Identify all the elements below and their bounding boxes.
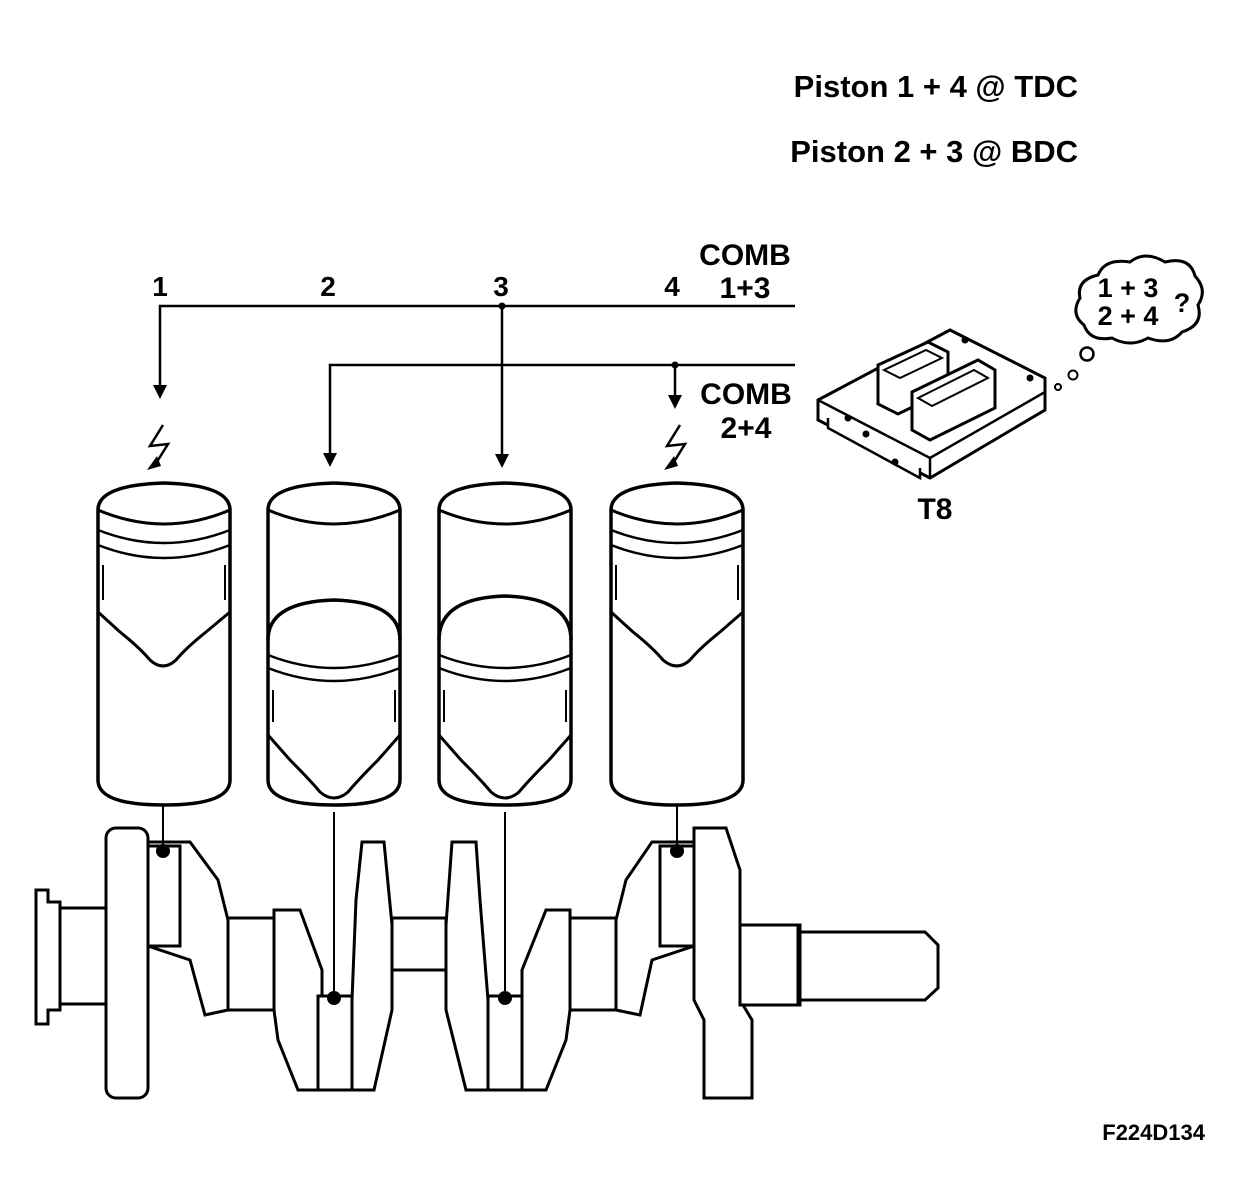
spark-icon (664, 424, 688, 470)
comb-1-3-label-bottom: 1+3 (720, 272, 771, 305)
header-bdc-text: Piston 2 + 3 @ BDC (790, 134, 1078, 169)
comb-2-4-label-bottom: 2+4 (721, 412, 772, 445)
cylinder-4 (609, 481, 745, 807)
cylinder-1 (96, 481, 232, 807)
spark-icon (147, 424, 171, 470)
comb-1-3-wiring (153, 302, 795, 468)
thought-line-2: 2 + 4 (1098, 301, 1159, 331)
ecu-module-icon (816, 328, 1047, 481)
comb-2-4-wiring (323, 361, 795, 467)
thought-line-1: 1 + 3 (1098, 273, 1159, 303)
thought-question-mark: ? (1174, 288, 1191, 318)
cylinder-2 (266, 481, 402, 807)
crankshaft (34, 826, 940, 1100)
cylinder-number-3: 3 (493, 271, 509, 302)
comb-1-3-label-top: COMB (699, 239, 791, 272)
comb-2-4-label-top: COMB (700, 378, 792, 411)
cylinder-number-1: 1 (152, 271, 168, 302)
thought-bubble (1054, 254, 1204, 391)
header-tdc-text: Piston 1 + 4 @ TDC (794, 69, 1078, 104)
ecu-label: T8 (917, 493, 952, 526)
cylinder-number-2: 2 (320, 271, 336, 302)
cylinder-number-4: 4 (664, 271, 680, 302)
figure-code: F224D134 (1102, 1120, 1206, 1145)
cylinder-3 (437, 481, 573, 807)
